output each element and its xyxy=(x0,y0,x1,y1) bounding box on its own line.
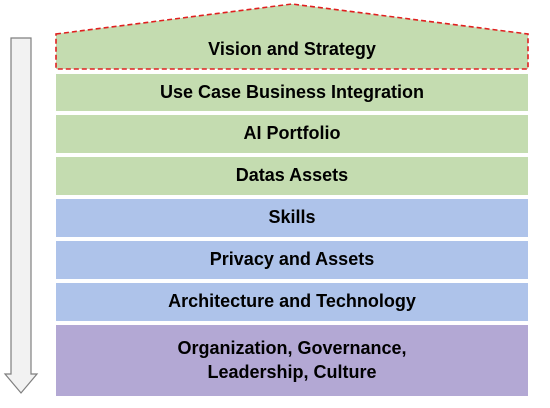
layer-use-case-business-integration: Use Case Business Integration xyxy=(56,74,528,111)
layer-organization-governance-leadership-culture: Organization, Governance, Leadership, Cu… xyxy=(56,325,528,396)
layer-skills: Skills xyxy=(56,199,528,237)
down-arrow-icon xyxy=(3,37,39,394)
layer-architecture-and-technology: Architecture and Technology xyxy=(56,283,528,321)
vision-roof-shape xyxy=(55,3,529,70)
layer-datas-assets: Datas Assets xyxy=(56,157,528,195)
layer-ai-portfolio: AI Portfolio xyxy=(56,115,528,153)
layer-privacy-and-assets: Privacy and Assets xyxy=(56,241,528,279)
vision-and-strategy-label: Vision and Strategy xyxy=(208,38,376,59)
